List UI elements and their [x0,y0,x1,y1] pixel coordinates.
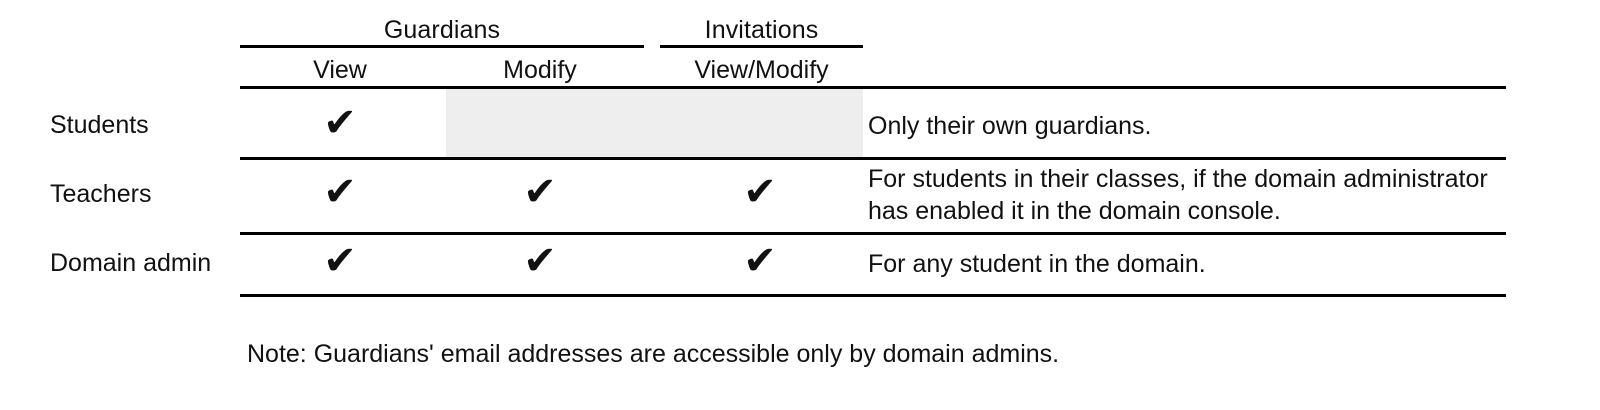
column-header-guardians-view: View [313,56,367,84]
check-icon-teachers-invitations-view-modify: ✔ [743,169,777,215]
table-rule-after-teachers [240,232,1506,235]
guardian-permissions-table: Guardians Invitations View Modify View/M… [50,16,1506,297]
column-header-invitations-view-modify: View/Modify [694,56,829,84]
check-icon-domain-admin-guardians-modify: ✔ [523,238,557,284]
table-rule-after-students [240,157,1506,160]
group-header-guardians: Guardians [383,16,501,44]
cell-not-applicable-students [446,89,863,157]
check-icon-teachers-guardians-view: ✔ [323,169,357,215]
check-icon-domain-admin-guardians-view: ✔ [323,238,357,284]
rule-under-invitations [660,45,863,48]
row-description-domain-admin: For any student in the domain. [868,250,1206,278]
row-label-teachers: Teachers [50,180,152,208]
check-icon-students-guardians-view: ✔ [323,100,357,146]
rule-under-guardians [240,45,644,48]
row-description-students: Only their own guardians. [868,112,1152,140]
column-header-guardians-modify: Modify [503,56,577,84]
table-rule-header [240,86,1506,89]
check-icon-domain-admin-invitations-view-modify: ✔ [743,238,777,284]
check-icon-teachers-guardians-modify: ✔ [523,169,557,215]
row-label-domain-admin: Domain admin [50,249,212,277]
row-description-teachers: For students in their classes, if the do… [868,165,1488,225]
row-label-students: Students [50,111,149,139]
group-header-invitations: Invitations [704,16,819,44]
table-note: Note: Guardians' email addresses are acc… [247,340,1060,368]
table-rule-bottom [240,294,1506,297]
